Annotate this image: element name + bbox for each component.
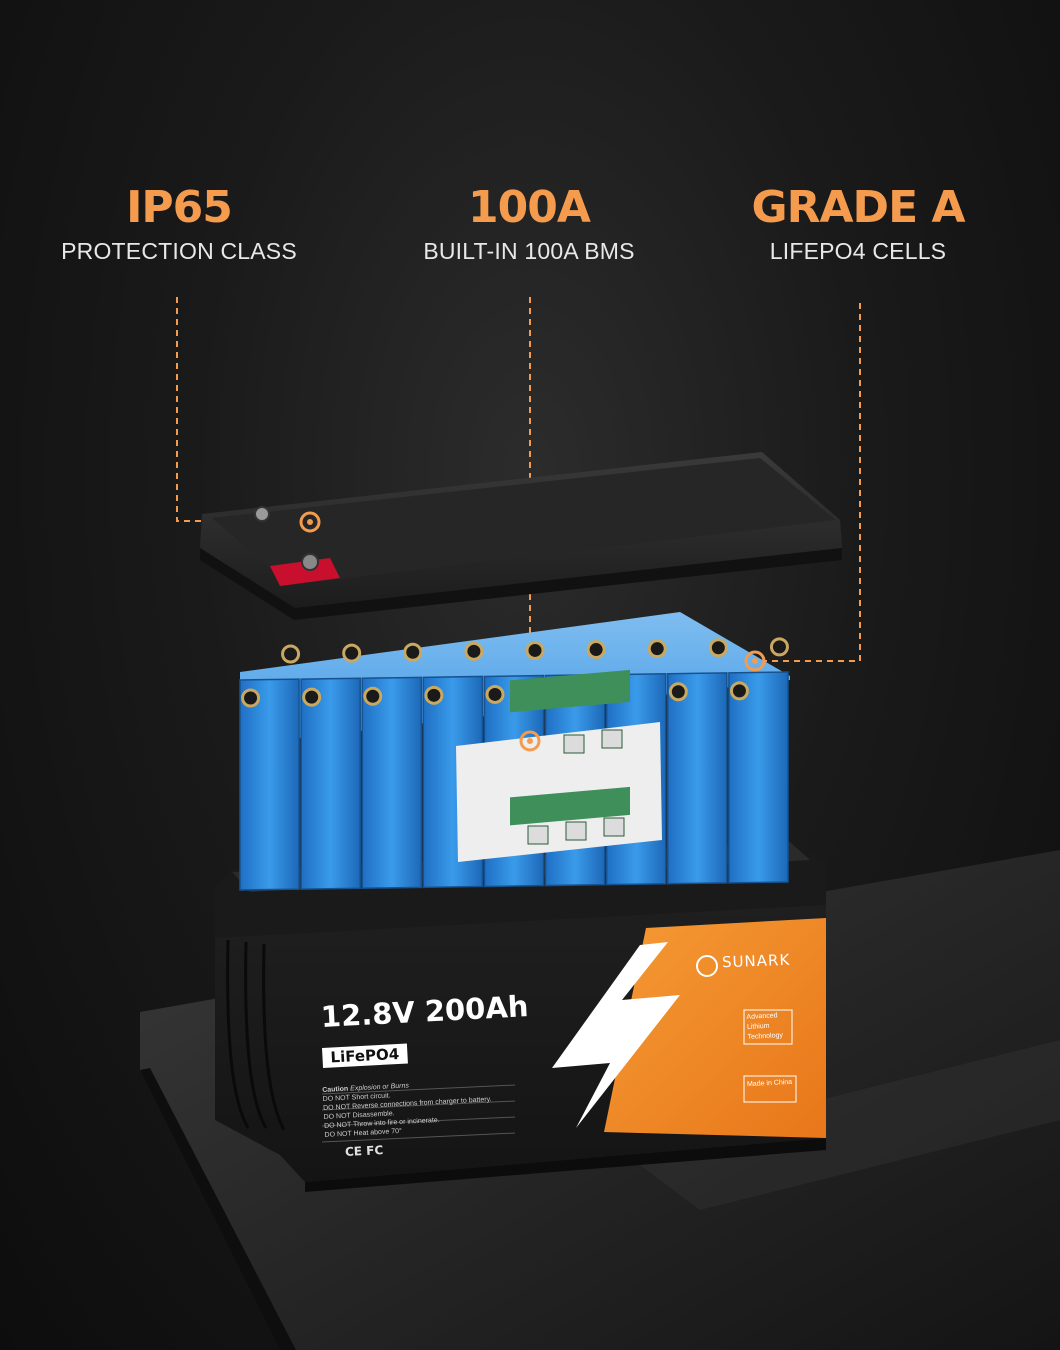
positive-terminal xyxy=(270,558,340,586)
lifepo4-cell-pack xyxy=(239,612,790,891)
cell-terminal-icon xyxy=(302,687,322,707)
cell-terminal-icon xyxy=(708,638,728,658)
battery-case xyxy=(215,838,826,1192)
lifepo4-cell xyxy=(239,678,300,891)
feature-grade-a: GRADE A LIFEPO4 CELLS xyxy=(698,180,1018,265)
caution-block: Caution Explosion or Burns DO NOT Short … xyxy=(322,1076,525,1140)
shelf-front xyxy=(140,1068,296,1350)
certification-marks: CE FC xyxy=(344,1143,384,1159)
cell-terminal-icon xyxy=(525,640,545,660)
lifepo4-cell xyxy=(728,671,789,884)
cell-terminal-icon xyxy=(586,640,606,660)
lifepo4-cell xyxy=(361,676,423,889)
cell-terminal-icon xyxy=(363,686,383,706)
cell-terminal-icon xyxy=(668,682,688,702)
feature-title: GRADE A xyxy=(751,182,966,233)
cell-terminal-icon xyxy=(424,685,444,705)
cell-terminal-icon xyxy=(485,684,505,704)
caution-title: Caution xyxy=(322,1085,349,1094)
battery-lid xyxy=(200,452,842,620)
feature-subtitle: PROTECTION CLASS xyxy=(61,238,297,264)
callout-markers xyxy=(299,511,766,752)
feature-subtitle: BUILT-IN 100A BMS xyxy=(423,238,635,264)
cell-terminal-icon xyxy=(281,644,301,664)
brand-logo-icon xyxy=(696,955,718,977)
cell-terminal-icon xyxy=(647,639,667,659)
tag: Technology xyxy=(747,1032,784,1041)
cell-terminal-icon xyxy=(464,641,484,661)
feature-title: 100A xyxy=(468,182,591,233)
battery-brand: SUNARK xyxy=(721,950,791,972)
feature-bms: 100A BUILT-IN 100A BMS xyxy=(369,180,689,265)
cell-terminal-icon xyxy=(769,637,789,657)
lightning-bolt xyxy=(552,942,680,1128)
feature-ip65: IP65 PROTECTION CLASS xyxy=(19,180,339,265)
orange-panel xyxy=(604,918,826,1138)
feature-subtitle: LIFEPO4 CELLS xyxy=(769,238,947,264)
cell-terminal-icon xyxy=(241,688,261,708)
lifepo4-cell xyxy=(667,672,728,885)
bms-board xyxy=(456,669,662,862)
cell-terminal-icon xyxy=(342,643,362,663)
lifepo4-cell xyxy=(300,677,361,890)
feature-title: IP65 xyxy=(126,182,233,233)
cell-terminal-icon xyxy=(729,681,749,701)
cell-terminal-icon xyxy=(403,642,423,662)
tech-tags: Advanced Lithium Technology xyxy=(746,1011,783,1043)
